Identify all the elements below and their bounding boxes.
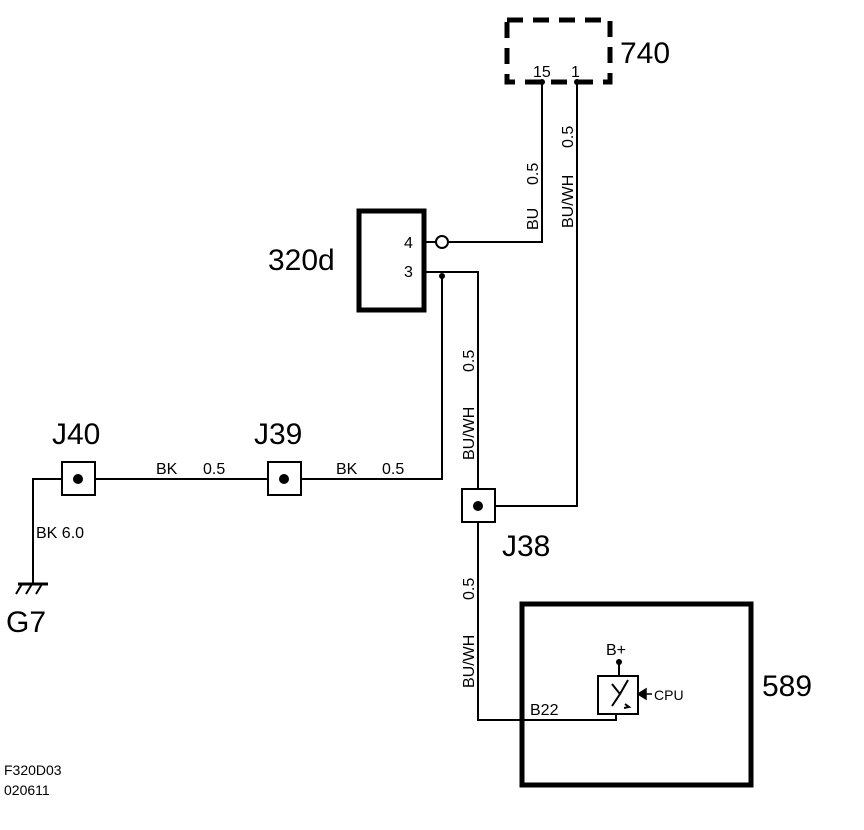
ground-hatch-2 — [25, 583, 33, 595]
component-740-label: 740 — [620, 37, 670, 70]
wire-bk-j39-color: BK — [336, 461, 358, 478]
wire-buwh-740-size: 0.5 — [560, 126, 577, 148]
footer-code: F320D03 — [4, 762, 62, 778]
wire-bk-j39-320d — [284, 276, 443, 480]
ground-hatch-1 — [15, 583, 23, 595]
pin4-connector — [435, 235, 449, 249]
component-320d-pin3: 3 — [404, 264, 413, 281]
wire-buwh-589-size: 0.5 — [461, 578, 478, 600]
transistor-icon — [611, 679, 632, 709]
wire-bu-740-320d — [448, 82, 543, 243]
junction-j38-label: J38 — [502, 530, 550, 563]
wire-bk-j39-size: 0.5 — [382, 461, 404, 478]
component-589-box — [519, 601, 754, 788]
component-740-box — [504, 17, 613, 85]
ground-hatch-3 — [35, 583, 43, 595]
wire-buwh-320d-j38 — [442, 271, 479, 506]
ground-label: G7 — [6, 606, 46, 639]
b22-pin-label: B22 — [530, 702, 559, 719]
wire-bu-label: BU — [525, 208, 542, 230]
wire-bu-size: 0.5 — [525, 163, 542, 185]
transistor-box — [597, 675, 639, 715]
wire-buwh-740-label: BU/WH — [560, 175, 577, 228]
junction-j39-label: J39 — [254, 418, 302, 451]
wire-buwh-589-label: BU/WH — [461, 635, 478, 688]
component-740-pin1: 1 — [571, 64, 580, 81]
footer-date: 020611 — [4, 782, 50, 798]
junction-j39-dot — [279, 474, 289, 484]
wire-bk-j40-color: BK — [156, 461, 178, 478]
component-320d-label: 320d — [268, 244, 335, 277]
component-320d-box — [356, 208, 427, 313]
junction-j40-dot — [73, 474, 83, 484]
wire-buwh-320-size: 0.5 — [461, 350, 478, 372]
bplus-label: B+ — [606, 642, 626, 659]
component-740-pin15: 15 — [533, 64, 551, 81]
component-589-label: 589 — [762, 670, 812, 703]
wire-buwh-320-label: BU/WH — [461, 407, 478, 460]
wire-bk-ground-label: BK 6.0 — [36, 525, 84, 542]
component-320d-pin4: 4 — [404, 235, 413, 252]
junction-j38-dot — [473, 501, 483, 511]
cpu-arrow-icon — [636, 687, 652, 701]
wire-bk-j40-size: 0.5 — [203, 461, 225, 478]
junction-j40-label: J40 — [52, 418, 100, 451]
wire-buwh-740-j38 — [478, 82, 578, 507]
cpu-label: CPU — [654, 687, 684, 703]
